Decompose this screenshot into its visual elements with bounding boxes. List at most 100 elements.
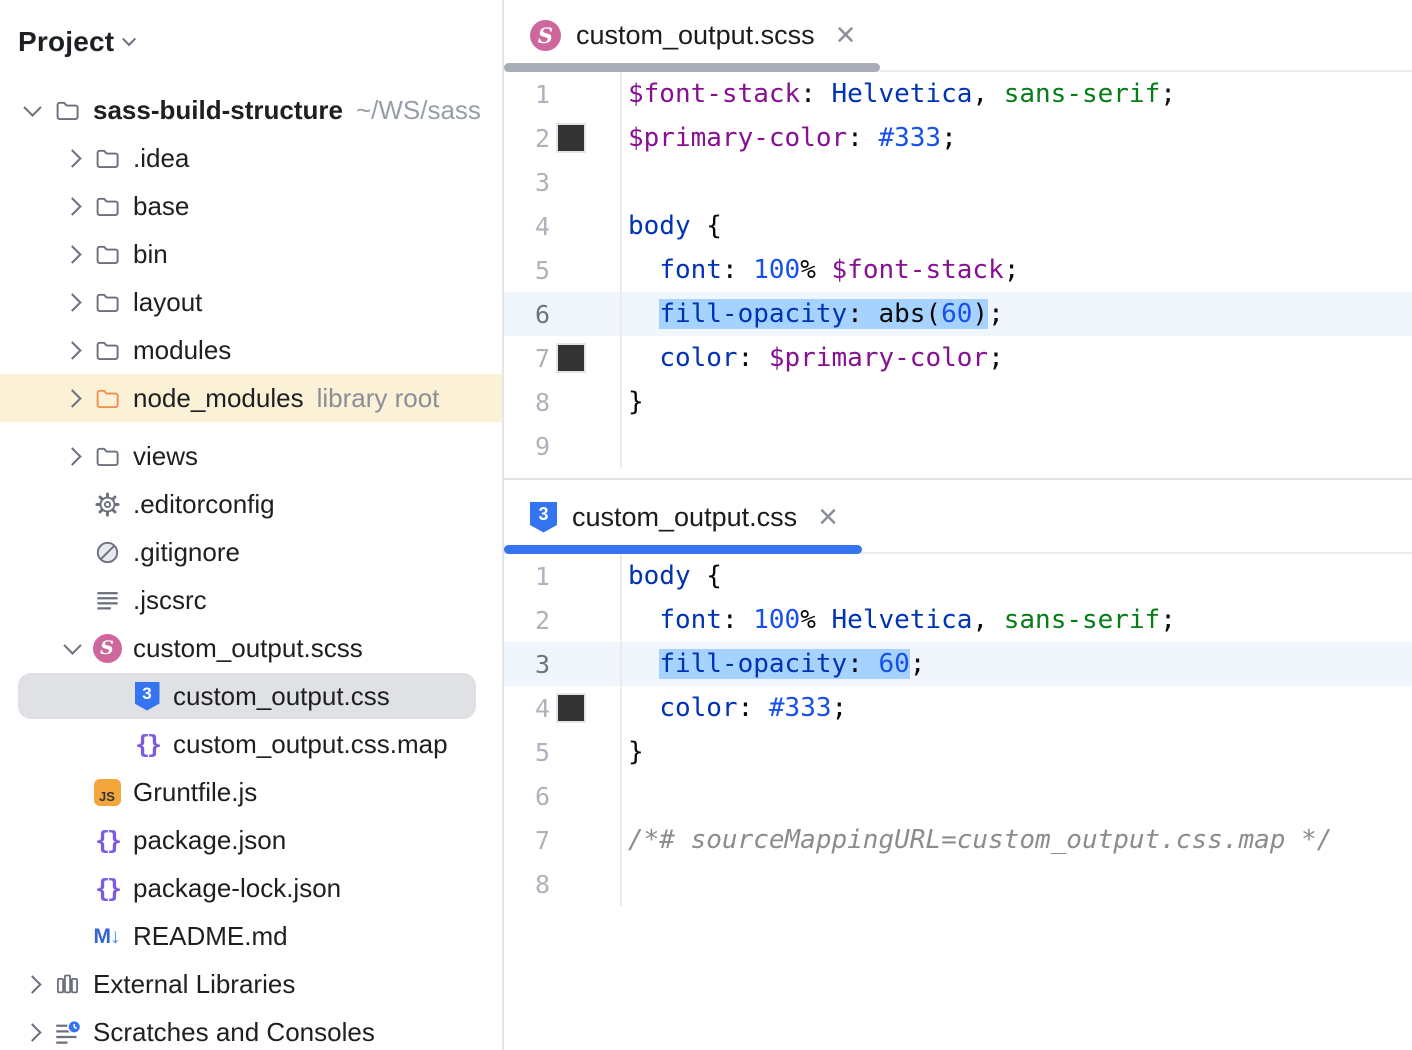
tree-item-gitignore[interactable]: .gitignore bbox=[0, 528, 502, 576]
code-text[interactable]: color: $primary-color; bbox=[622, 343, 1412, 373]
code-line-5[interactable]: 5 font: 100% $font-stack; bbox=[504, 248, 1412, 292]
sass-icon: S bbox=[92, 633, 122, 663]
token-num: #333 bbox=[878, 123, 942, 153]
code-text[interactable]: $primary-color: #333; bbox=[622, 123, 1412, 153]
tree-item-views[interactable]: views bbox=[0, 432, 502, 480]
code-line-6[interactable]: 6 bbox=[504, 774, 1412, 818]
token-str: sans-serif bbox=[1003, 79, 1161, 109]
sass-icon: S bbox=[530, 19, 561, 51]
tree-item-label: Gruntfile.js bbox=[133, 776, 258, 807]
project-panel-header[interactable]: Project bbox=[0, 0, 502, 62]
line-number: 5 bbox=[534, 737, 550, 767]
token-kw: font bbox=[659, 255, 722, 285]
code-text[interactable]: color: #333; bbox=[622, 693, 1412, 723]
code-text[interactable]: fill-opacity: abs(60); bbox=[622, 299, 1412, 329]
project-panel-title: Project bbox=[18, 26, 115, 57]
tab-custom-output-css[interactable]: 3 custom_output.css × bbox=[530, 482, 838, 552]
token-pun: : bbox=[847, 649, 879, 679]
code-line-2[interactable]: 2$primary-color: #333; bbox=[504, 116, 1412, 160]
gutter bbox=[550, 424, 622, 468]
tree-item-base[interactable]: base bbox=[0, 182, 502, 230]
line-number: 6 bbox=[534, 781, 550, 811]
tree-item-sass-build-structure[interactable]: sass-build-structure~/WS/sass bbox=[0, 86, 502, 134]
code-line-1[interactable]: 1$font-stack: Helvetica, sans-serif; bbox=[504, 72, 1412, 116]
code-line-3[interactable]: 3 bbox=[504, 160, 1412, 204]
close-icon[interactable]: × bbox=[818, 498, 838, 536]
code-line-2[interactable]: 2 font: 100% Helvetica, sans-serif; bbox=[504, 598, 1412, 642]
css-icon: 3 bbox=[530, 501, 557, 533]
code-line-9[interactable]: 9 bbox=[504, 424, 1412, 468]
chevron-right-icon[interactable] bbox=[52, 196, 92, 216]
folder-icon bbox=[92, 287, 122, 317]
code-line-8[interactable]: 8 bbox=[504, 862, 1412, 906]
color-preview-swatch[interactable] bbox=[556, 123, 586, 153]
token-pun: : bbox=[737, 693, 769, 723]
chevron-right-icon[interactable] bbox=[12, 1022, 52, 1042]
project-panel: Project sass-build-structure~/WS/sass.id… bbox=[0, 0, 504, 1050]
token-pun: { bbox=[690, 211, 722, 241]
code-line-7[interactable]: 7/*# sourceMappingURL=custom_output.css.… bbox=[504, 818, 1412, 862]
gutter bbox=[550, 72, 622, 116]
code-line-6[interactable]: 6 fill-opacity: abs(60); bbox=[504, 292, 1412, 336]
color-preview-swatch[interactable] bbox=[556, 343, 586, 373]
token-pun bbox=[628, 605, 659, 635]
tree-item-scratches-and-consoles[interactable]: Scratches and Consoles bbox=[0, 1008, 502, 1050]
code-text[interactable]: font: 100% Helvetica, sans-serif; bbox=[622, 605, 1412, 635]
chevron-right-icon[interactable] bbox=[52, 292, 92, 312]
tree-item-external-libraries[interactable]: External Libraries bbox=[0, 960, 502, 1008]
chevron-right-icon[interactable] bbox=[52, 340, 92, 360]
code-text[interactable]: body { bbox=[622, 211, 1412, 241]
tree-item-jscsrc[interactable]: .jscsrc bbox=[0, 576, 502, 624]
tree-item-readme-md[interactable]: M↓README.md bbox=[0, 912, 502, 960]
chevron-down-icon[interactable] bbox=[12, 97, 52, 117]
chevron-right-icon[interactable] bbox=[52, 148, 92, 168]
token-pun: : bbox=[721, 255, 754, 285]
code-text[interactable]: $font-stack: Helvetica, sans-serif; bbox=[622, 79, 1412, 109]
chevron-right-icon[interactable] bbox=[52, 446, 92, 466]
code-line-5[interactable]: 5} bbox=[504, 730, 1412, 774]
code-text[interactable]: fill-opacity: 60; bbox=[622, 649, 1412, 679]
code-line-4[interactable]: 4 color: #333; bbox=[504, 686, 1412, 730]
color-preview-swatch[interactable] bbox=[556, 693, 586, 723]
tree-item-editorconfig[interactable]: .editorconfig bbox=[0, 480, 502, 528]
chevron-right-icon bbox=[62, 244, 82, 264]
braces-icon: {} bbox=[134, 729, 162, 759]
tree-item-layout[interactable]: layout bbox=[0, 278, 502, 326]
tree-item-custom-output-css-map[interactable]: {}custom_output.css.map bbox=[0, 720, 502, 768]
code-text[interactable]: } bbox=[622, 737, 1412, 767]
code-text[interactable]: font: 100% $font-stack; bbox=[622, 255, 1412, 285]
token-pun: : bbox=[737, 343, 769, 373]
code-text[interactable]: /*# sourceMappingURL=custom_output.css.m… bbox=[622, 825, 1412, 855]
tree-item-package-json[interactable]: {}package.json bbox=[0, 816, 502, 864]
tree-item-label: views bbox=[133, 440, 199, 471]
code-text[interactable]: body { bbox=[622, 561, 1412, 591]
code-text[interactable]: } bbox=[622, 387, 1412, 417]
code-line-3[interactable]: 3 fill-opacity: 60; bbox=[504, 642, 1412, 686]
tree-item-package-lock-json[interactable]: {}package-lock.json bbox=[0, 864, 502, 912]
code-line-7[interactable]: 7 color: $primary-color; bbox=[504, 336, 1412, 380]
chevron-right-icon[interactable] bbox=[52, 388, 92, 408]
chevron-right-icon bbox=[62, 446, 82, 466]
chevron-right-icon[interactable] bbox=[52, 244, 92, 264]
tree-item-bin[interactable]: bin bbox=[0, 230, 502, 278]
token-pun bbox=[628, 255, 659, 285]
code-line-8[interactable]: 8} bbox=[504, 380, 1412, 424]
token-kw: color bbox=[659, 343, 738, 373]
tab-custom-output-scss[interactable]: S custom_output.scss × bbox=[530, 0, 855, 70]
token-pun: : bbox=[721, 605, 754, 635]
tree-item-idea[interactable]: .idea bbox=[0, 134, 502, 182]
library-root-badge: library root bbox=[316, 382, 440, 413]
tree-item-modules[interactable]: modules bbox=[0, 326, 502, 374]
chevron-down-icon[interactable] bbox=[122, 32, 137, 47]
chevron-down-icon[interactable] bbox=[52, 635, 92, 655]
chevron-right-icon[interactable] bbox=[12, 974, 52, 994]
close-icon[interactable]: × bbox=[835, 16, 856, 54]
